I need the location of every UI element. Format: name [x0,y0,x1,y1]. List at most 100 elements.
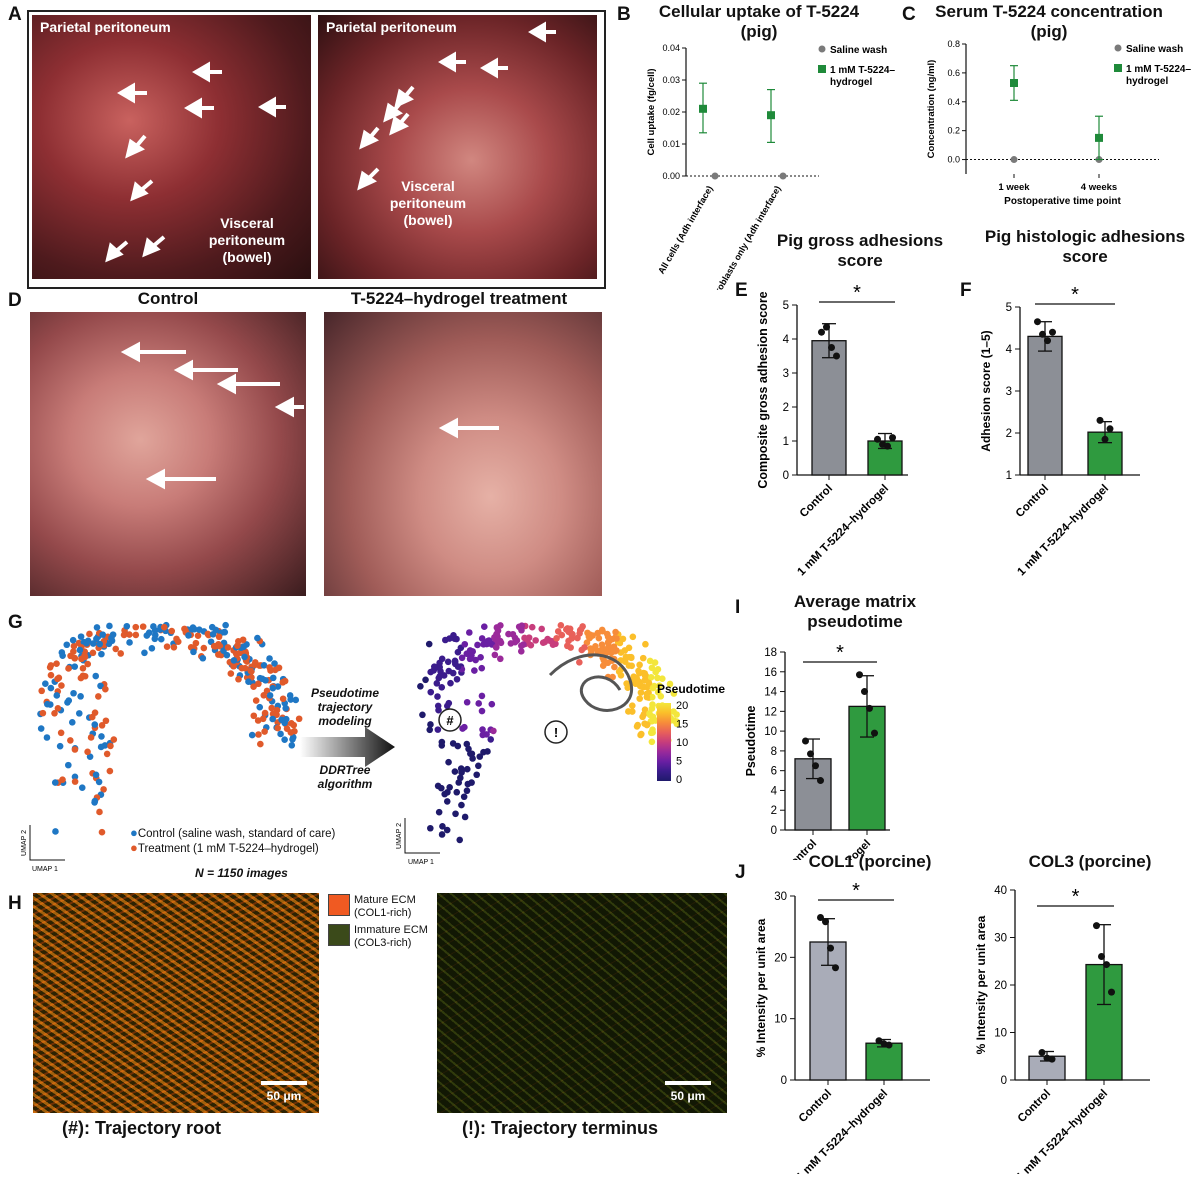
y-tick-label: 1 [783,436,789,448]
umap-point [258,675,266,683]
umap-point [87,734,95,741]
umap-point [148,645,156,652]
pseudotime-point [419,711,426,719]
pseudotime-point [474,641,481,649]
umap-point [266,664,273,671]
pseudotime-point [439,823,446,830]
pseudotime-point [473,771,481,779]
photo-ecm-terminus: 50 μm [437,893,727,1113]
pseudotime-point [487,736,495,743]
umap-point [126,639,133,646]
umap-point [43,734,51,741]
modeling-arrow [300,727,395,767]
pseudotime-point [435,706,442,714]
pseudotime-point [654,666,662,673]
treatment-arrows [438,417,499,439]
pseudotime-point [628,708,636,715]
pseudotime-point [492,644,500,651]
pseudotime-point [646,711,654,719]
umap-point [250,712,258,720]
trajectory-path [548,653,634,712]
pseudotime-point [642,640,649,648]
pseudotime-point [491,651,499,659]
pseudotime-point [600,649,608,656]
pseudotime-point [478,707,486,715]
pseudotime-point [493,638,501,645]
x-category-label: 1 mM T-5224–hydrogel [795,483,891,579]
data-point [1034,318,1041,326]
y-axis-label: Pseudotime [744,706,758,777]
pseudotime-point [469,755,476,762]
y-tick-label: 20 [774,952,787,964]
pseudotime-point [568,630,575,638]
scale-bar-left [261,1081,307,1085]
data-point [1038,1048,1046,1056]
pseudotime-point [484,748,491,755]
umap-point [117,650,124,657]
pseudotime-point [458,801,465,809]
umap-point [78,655,85,663]
umap-point [58,649,66,656]
pseudotime-point [507,640,515,647]
legend-treatment-dot: ● [130,840,138,855]
umap-point [292,696,300,704]
pseudotime-point [446,635,453,642]
umap-point [254,634,261,642]
umap-point [295,715,303,723]
umap-point [92,771,100,779]
panel-letter-e: E [735,280,748,301]
umap-point [287,729,295,736]
pseudotime-point [670,690,678,697]
pseudotime-point [645,679,653,687]
pseudotime-point [603,630,611,638]
pseudotime-point [628,662,636,670]
pseudotime-point [673,718,681,725]
pseudotime-point [453,675,461,683]
pseudotime-point [426,726,434,734]
pseudotime-point [518,642,525,650]
umap-point [150,623,157,630]
colorbar-tick-label: 15 [676,719,688,731]
pseudotime-point [581,644,588,651]
umap-point [56,742,64,750]
photo-ecm-root: 50 μm [33,893,319,1113]
y-tick-label: 0.03 [662,75,680,85]
pseudotime-point [641,672,649,679]
bar [811,340,847,476]
adhesion-arrows-left [105,61,286,263]
algo-text-line2: algorithm [317,777,373,791]
treatment-point [1095,133,1103,142]
legend-treatment-label-line2: hydrogel [830,77,872,88]
label-parietal-left: Parietal peritoneum [40,19,171,35]
chart-j1-title: COL1 (porcine) [808,852,932,871]
pseudotime-point [445,758,452,766]
saline-point [711,172,719,180]
umap-point [288,719,295,727]
pseudotime-point [539,639,547,646]
umap-point [239,636,247,644]
umap-point [65,697,73,704]
data-point [823,323,830,331]
pseudotime-point [567,644,574,651]
pseudotime-point [485,637,493,644]
data-point [817,913,824,921]
data-point [861,688,868,696]
x-category-label: Control [1016,1088,1053,1125]
pseudotime-point [623,680,630,687]
x-axis-label: Postoperative time point [1004,196,1121,207]
pseudotime-point [648,738,656,746]
umap-point [157,635,165,643]
umap-legend: ●Control (saline wash, standard of care)… [130,826,335,856]
pseudotime-point [648,693,656,701]
terminus-marker-text: ! [554,725,558,740]
x-category-label: 1 week [998,182,1030,193]
pseudotime-point [422,676,429,684]
umap-point [141,649,148,657]
legend-saline-label: Saline wash [1126,44,1183,55]
umap-point [108,634,115,642]
pseudotime-point [643,693,651,701]
umap-point [65,665,72,672]
